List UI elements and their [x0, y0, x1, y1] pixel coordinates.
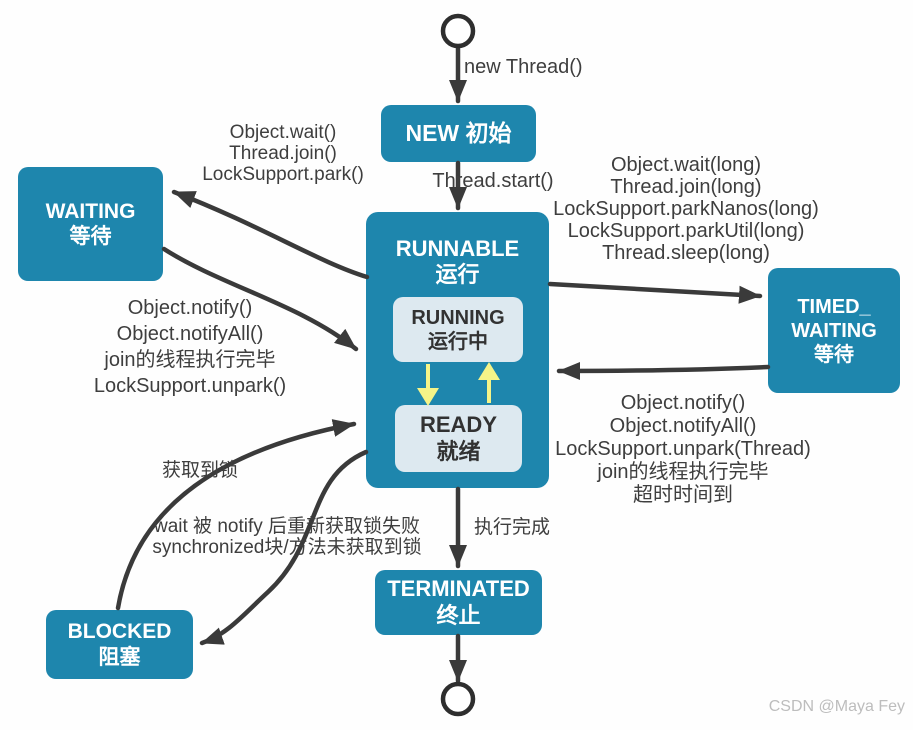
edge-label-line: LockSupport.unpark(Thread) — [555, 438, 811, 460]
edge-runnable-to-waiting — [171, 189, 370, 280]
node-blocked-state: BLOCKED 阻塞 — [46, 610, 193, 679]
edge-label-runnable-to-blocked: wait 被 notify 后重新获取锁失败 synchronized块/方法未… — [132, 516, 442, 558]
edge-label-blocked-to-runnable: 获取到锁 — [161, 460, 238, 481]
edge-label-line: Object.wait() — [229, 122, 337, 143]
node-ready-label: READY — [419, 412, 497, 438]
node-waiting-sublabel: 等待 — [69, 225, 112, 248]
start-circle-icon — [440, 13, 476, 49]
edge-runnable-to-blocked — [199, 449, 369, 646]
edge-label-line: Object.notifyAll() — [116, 323, 264, 345]
yellow-down-arrowhead-icon — [417, 388, 439, 406]
edge-label-line: join的线程执行完毕 — [104, 349, 276, 371]
edge-label-runnable-to-waiting: Object.wait() Thread.join() LockSupport.… — [173, 122, 393, 185]
edge-label-timed-to-runnable: Object.notify() Object.notifyAll() LockS… — [540, 392, 826, 507]
yellow-up-arrowhead-icon — [478, 362, 500, 380]
edge-label-line: Object.wait(long) — [610, 154, 762, 176]
edge-runnable-to-timed — [547, 281, 763, 304]
node-terminated-state: TERMINATED 终止 — [375, 570, 542, 635]
node-waiting-state: WAITING 等待 — [18, 167, 163, 281]
edge-label-waiting-to-runnable: Object.notify() Object.notifyAll() join的… — [75, 295, 305, 399]
node-ready-sublabel: 就绪 — [436, 438, 481, 464]
node-runnable-label: RUNNABLE — [395, 236, 520, 261]
edge-label-line: Thread.sleep(long) — [602, 242, 770, 264]
node-blocked-sublabel: 阻塞 — [98, 645, 141, 669]
edge-label-line: synchronized块/方法未获取到锁 — [152, 537, 422, 558]
edge-label-line: Object.notify() — [127, 297, 253, 319]
node-ready-substate: READY 就绪 — [395, 405, 522, 472]
node-terminated-label: TERMINATED — [387, 576, 530, 602]
edge-label-line: Thread.join() — [229, 143, 337, 164]
node-new-state: NEW 初始 — [381, 105, 536, 162]
edge-label-line: LockSupport.parkUtil(long) — [567, 220, 805, 242]
edge-label-line: wait 被 notify 后重新获取锁失败 — [153, 516, 421, 537]
node-timed-label-1: TIMED_ — [797, 295, 871, 318]
edge-blocked-to-runnable — [115, 419, 357, 611]
edge-label-line: Object.notifyAll() — [609, 415, 757, 437]
edge-label-runnable-to-timed: Object.wait(long) Thread.join(long) Lock… — [548, 154, 824, 264]
node-running-sublabel: 运行中 — [428, 330, 488, 353]
edge-label-line: join的线程执行完毕 — [597, 461, 769, 483]
node-timed-waiting-state: TIMED_ WAITING 等待 — [768, 268, 900, 393]
node-timed-label-2: WAITING — [791, 319, 877, 342]
yellow-context-switch-arrows — [417, 362, 500, 406]
edge-label-line: LockSupport.park() — [202, 164, 364, 185]
edge-label-thread-start: Thread.start() — [432, 170, 554, 192]
edge-label-runnable-to-terminated: 执行完成 — [473, 517, 550, 538]
node-terminated-sublabel: 终止 — [436, 602, 481, 628]
node-new-label: NEW 初始 — [405, 119, 512, 146]
edge-label-line: Object.notify() — [620, 392, 746, 414]
edge-label-line: LockSupport.parkNanos(long) — [553, 198, 819, 220]
node-runnable-sublabel: 运行 — [435, 262, 480, 288]
edge-waiting-to-runnable — [161, 246, 359, 352]
edge-label-new-thread: new Thread() — [464, 56, 583, 78]
watermark-text: CSDN @Maya Fey — [768, 698, 905, 715]
edge-label-line: Thread.join(long) — [610, 176, 762, 198]
node-timed-sublabel: 等待 — [814, 343, 854, 366]
edge-timed-to-runnable — [556, 361, 771, 380]
node-running-substate: RUNNING 运行中 — [393, 297, 523, 362]
end-circle-icon — [440, 681, 476, 717]
edge-label-line: 超时时间到 — [633, 484, 733, 506]
node-blocked-label: BLOCKED — [67, 620, 172, 644]
node-running-label: RUNNING — [411, 306, 505, 329]
node-waiting-label: WAITING — [45, 199, 136, 223]
edge-label-line: LockSupport.unpark() — [93, 375, 287, 397]
